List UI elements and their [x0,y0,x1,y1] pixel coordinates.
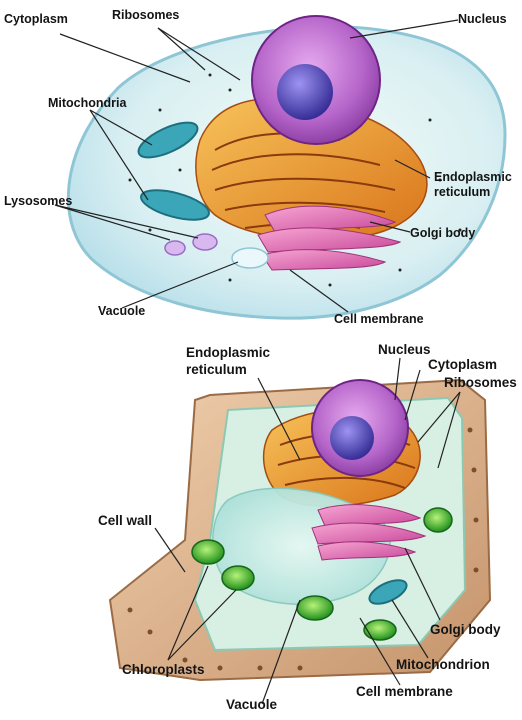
animal-label-cytoplasm: Cytoplasm [4,12,68,27]
plant-label-golgi-body: Golgi body [430,621,501,638]
plant-label-cell-wall: Cell wall [98,512,152,529]
plant-label-chloroplasts: Chloroplasts [122,661,205,678]
plant-label-nucleus: Nucleus [378,341,431,358]
plant-label-mitochondrion: Mitochondrion [396,656,490,673]
plant-label-endoplasmic-reticulum: Endoplasmic reticulum [186,344,270,378]
animal-label-golgi-body: Golgi body [410,226,475,241]
animal-label-mitochondria: Mitochondria [48,96,126,111]
plant-nucleolus [330,416,374,460]
plant-label-ribosomes: Ribosomes [444,374,517,391]
animal-label-endoplasmic-reticulum: Endoplasmic reticulum [434,170,512,200]
animal-label-lysosomes: Lysosomes [4,194,72,209]
animal-label-vacuole: Vacuole [98,304,145,319]
plant-label-cell-membrane: Cell membrane [356,683,453,700]
animal-label-ribosomes: Ribosomes [112,8,179,23]
plant-label-vacuole: Vacuole [226,696,277,713]
animal-vacuole [232,248,268,268]
animal-label-nucleus: Nucleus [458,12,507,27]
plant-label-cytoplasm: Cytoplasm [428,356,497,373]
plant-cell [110,358,490,704]
animal-nucleolus [277,64,333,120]
animal-label-cell-membrane: Cell membrane [334,312,424,327]
animal-cell [55,16,505,318]
plant-golgi [312,505,425,560]
